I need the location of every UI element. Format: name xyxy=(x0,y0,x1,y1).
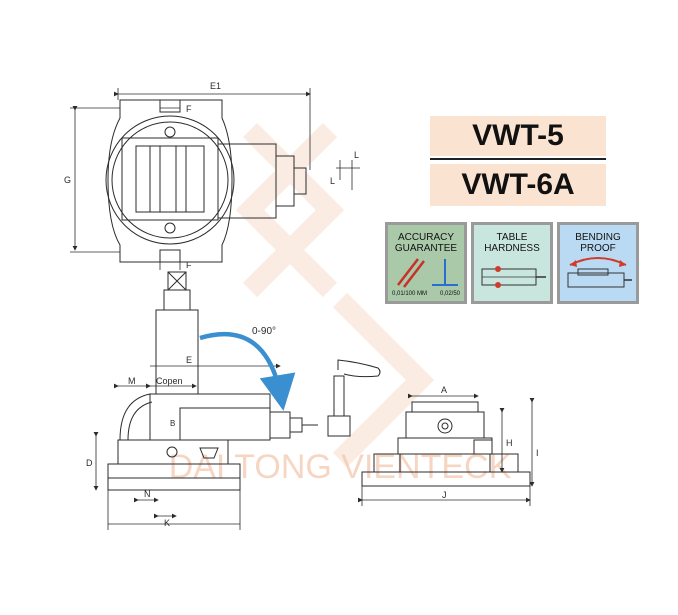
badge-accuracy-note-1: 0,01/100 MM xyxy=(392,291,428,297)
dim-label-a: A xyxy=(441,385,447,395)
watermark-logo xyxy=(235,122,435,468)
front-view-dimensions xyxy=(358,393,535,506)
model-label-vwt-6a: VWT-6A xyxy=(430,164,606,206)
dim-label-f-top: F xyxy=(186,104,192,114)
badge-table-hardness: TABLE HARDNESS xyxy=(471,222,553,304)
top-view-dimensions xyxy=(70,88,360,270)
dim-label-c-open: Copen xyxy=(156,376,183,386)
rotation-label: 0-90° xyxy=(252,326,276,337)
dim-label-j: J xyxy=(442,490,447,500)
badge-bending-title-2: PROOF xyxy=(580,243,616,254)
bending-icon xyxy=(567,257,632,288)
badge-accuracy-title-1: ACCURACY xyxy=(397,232,455,243)
badge-hardness-title-1: TABLE xyxy=(496,232,528,243)
hardness-icon xyxy=(481,266,546,288)
dim-label-g: G xyxy=(64,175,71,185)
model-divider xyxy=(430,158,606,160)
dim-label-b: B xyxy=(170,419,175,428)
badge-accuracy-note-2: 0,02/50 xyxy=(440,291,461,297)
badge-bending-proof: BENDING PROOF xyxy=(557,222,639,304)
badge-hardness-title-2: HARDNESS xyxy=(484,243,540,254)
badge-accuracy-guarantee: ACCURACY GUARANTEE 0,01/100 MM 0,02/50 xyxy=(385,222,467,304)
dim-label-h: H xyxy=(506,438,513,448)
model-label-vwt-5: VWT-5 xyxy=(430,116,606,156)
dim-label-l-side: L xyxy=(330,176,335,186)
dim-label-i: I xyxy=(536,448,539,458)
dim-label-e1: E1 xyxy=(210,81,221,91)
dim-label-n: N xyxy=(144,489,151,499)
dim-label-l-top: L xyxy=(354,150,359,160)
side-view-dimensions xyxy=(93,363,281,530)
rotation-arrow xyxy=(199,331,296,411)
badge-accuracy-title-2: GUARANTEE xyxy=(394,243,458,254)
dim-label-f-bottom: F xyxy=(186,260,192,270)
dim-label-k: K xyxy=(164,518,170,528)
accuracy-icon xyxy=(397,258,458,288)
dim-label-m: M xyxy=(128,376,136,386)
dim-label-e: E xyxy=(186,355,192,365)
dim-label-d: D xyxy=(86,458,93,468)
handle-drawing xyxy=(327,359,381,437)
side-view xyxy=(107,271,318,491)
badge-bending-title-1: BENDING xyxy=(575,232,621,243)
top-view xyxy=(105,99,307,263)
